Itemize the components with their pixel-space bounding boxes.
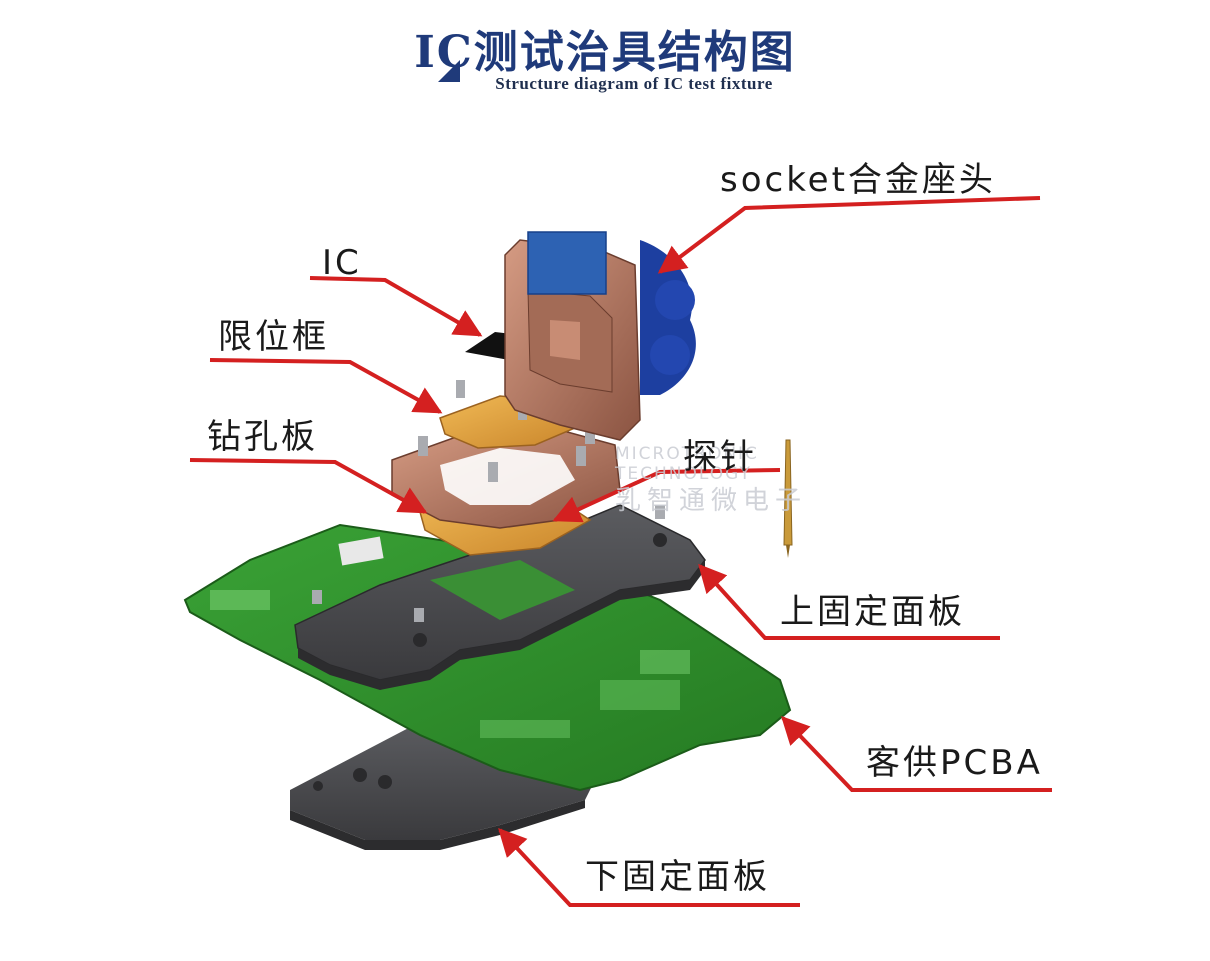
label-drill-plate: 钻孔板 [207,417,318,457]
leader-lower-plate [498,827,800,907]
watermark-line-2: TECHNOLOGY [615,464,752,484]
label-ic: IC [322,243,362,283]
page-title: IC测试治具结构图 [414,27,796,78]
leader-upper-plate [698,563,1000,640]
pcba-board [183,523,792,792]
leader-drill-plate [189,458,428,514]
title-accent-icon [438,60,460,82]
probe-needle [783,439,793,558]
label-pcba: 客供PCBA [866,743,1043,783]
label-socket: socket合金座头 [720,160,996,200]
label-limit-frame: 限位框 [218,317,329,357]
page-subtitle: Structure diagram of IC test fixture [495,74,773,93]
label-upper-plate: 上固定面板 [780,592,965,632]
leader-limit-frame [209,358,443,414]
leader-pcba [781,715,1052,792]
leader-socket [657,196,1041,274]
socket-head [504,231,696,441]
leader-ic [309,276,483,337]
label-probe: 探针 [683,437,757,477]
leader-lines [189,196,1052,907]
label-lower-plate: 下固定面板 [585,857,770,897]
watermark-line-1: MICROTRONIC [615,444,759,464]
leader-probe [552,468,781,523]
watermark-line-3: 乳智通微电子 [615,486,808,516]
